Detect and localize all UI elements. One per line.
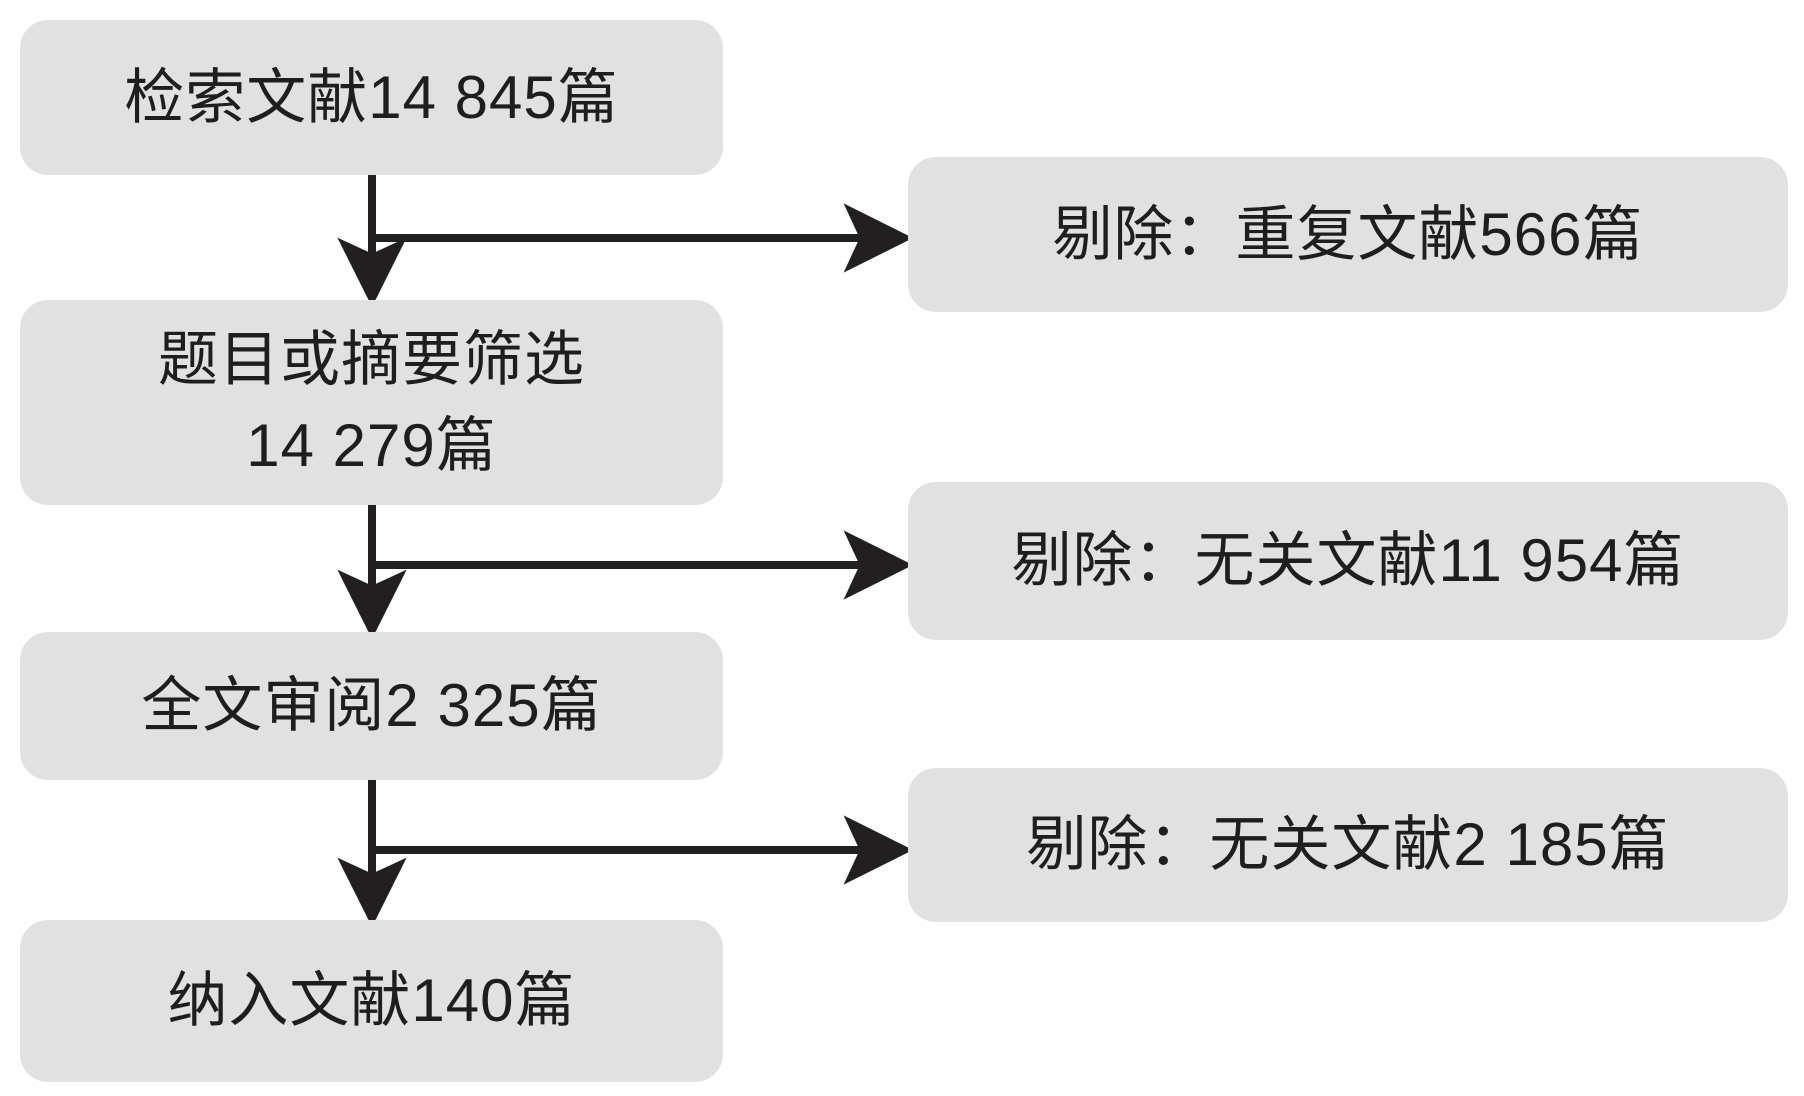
node-included-literature: 纳入文献140篇 bbox=[20, 920, 723, 1082]
node-title-abstract-screening: 题目或摘要筛选 14 279篇 bbox=[20, 300, 723, 505]
node-label: 剔除：无关文献2 185篇 bbox=[1026, 811, 1670, 879]
arrowhead-down-3 bbox=[337, 857, 407, 927]
node-excluded-irrelevant-1: 剔除：无关文献11 954篇 bbox=[908, 482, 1788, 640]
arrowhead-down-2 bbox=[337, 569, 407, 639]
node-label: 全文审阅2 325篇 bbox=[141, 672, 602, 740]
node-label-line2: 14 279篇 bbox=[246, 411, 497, 479]
node-label: 检索文献14 845篇 bbox=[124, 63, 619, 131]
node-label: 纳入文献140篇 bbox=[167, 967, 576, 1035]
arrowhead-down-1 bbox=[337, 237, 407, 307]
node-excluded-irrelevant-2: 剔除：无关文献2 185篇 bbox=[908, 768, 1788, 922]
arrowhead-right-2 bbox=[843, 530, 913, 600]
node-label: 剔除：无关文献11 954篇 bbox=[1011, 527, 1685, 595]
node-fulltext-review: 全文审阅2 325篇 bbox=[20, 632, 723, 780]
node-retrieved-literature: 检索文献14 845篇 bbox=[20, 20, 723, 175]
arrowhead-right-3 bbox=[843, 815, 913, 885]
node-label: 剔除：重复文献566篇 bbox=[1052, 200, 1644, 268]
node-label-line1: 题目或摘要筛选 bbox=[158, 326, 585, 394]
arrowhead-right-1 bbox=[843, 203, 913, 273]
node-excluded-duplicates: 剔除：重复文献566篇 bbox=[908, 157, 1788, 312]
